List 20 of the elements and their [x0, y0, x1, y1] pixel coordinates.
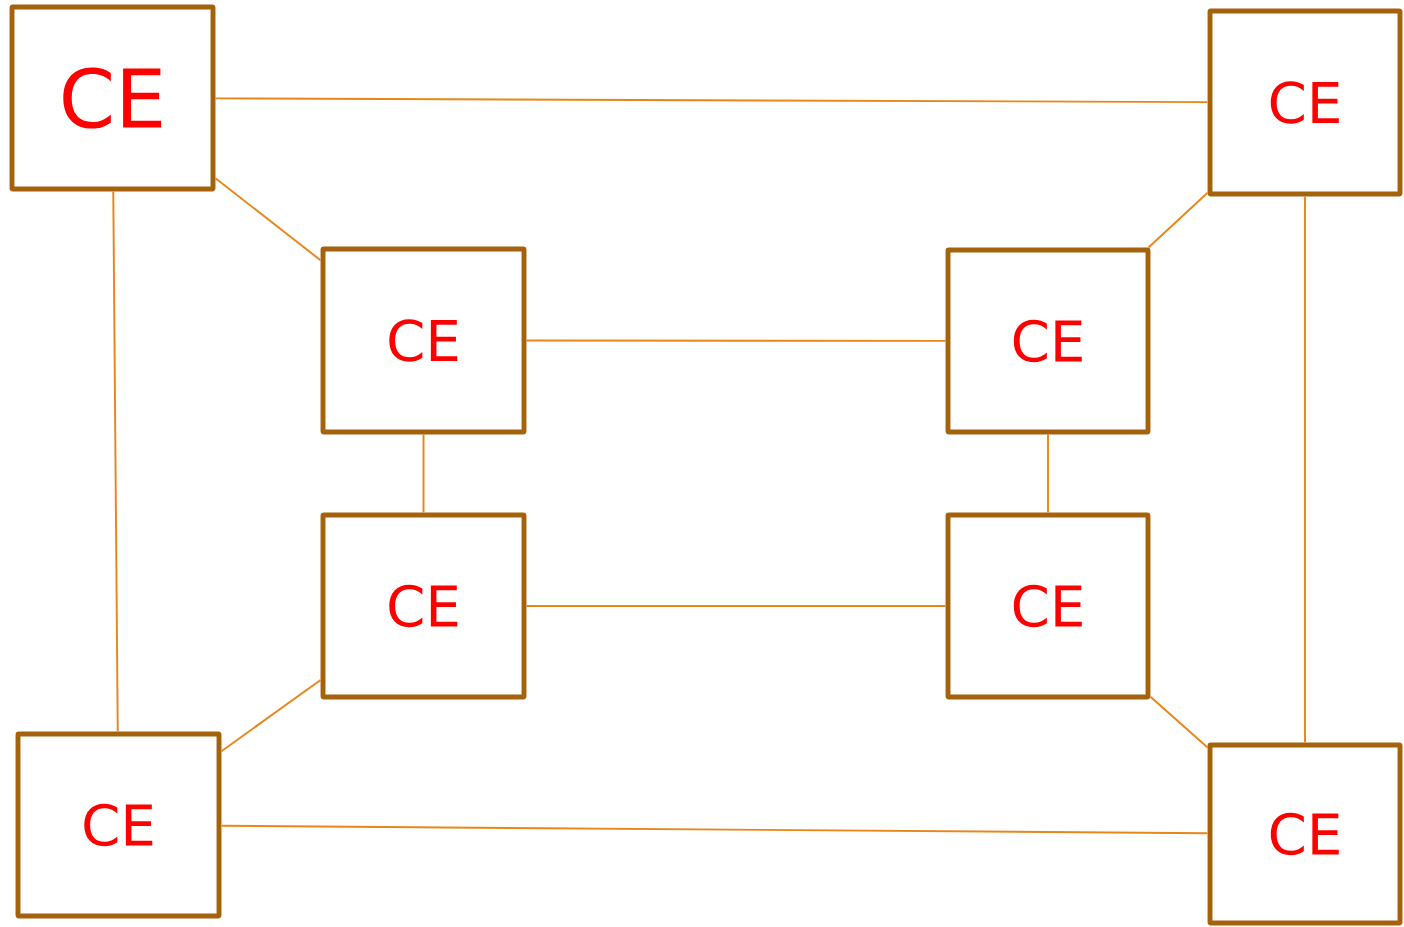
- ce-box: CE: [1207, 742, 1403, 926]
- ce-box: CE: [15, 731, 222, 919]
- ce-box: CE: [320, 512, 527, 700]
- connector-line: [1147, 191, 1209, 249]
- ce-box: CE: [320, 246, 527, 435]
- connector-line: [220, 824, 1209, 835]
- ce-box: CE: [945, 512, 1151, 700]
- connector-line: [220, 679, 322, 753]
- connector-line: [422, 433, 425, 514]
- connector-line: [214, 177, 322, 262]
- ce-box: CE: [945, 247, 1151, 435]
- connector-line: [214, 97, 1209, 104]
- connector-line: [1047, 433, 1049, 514]
- connector-line: [1304, 195, 1306, 744]
- ce-box: CE: [1207, 8, 1403, 197]
- connector-line: [525, 339, 947, 342]
- ce-box: CE: [9, 4, 216, 192]
- connector-line: [1149, 695, 1209, 749]
- connector-line: [525, 605, 947, 607]
- connector-line: [112, 190, 119, 733]
